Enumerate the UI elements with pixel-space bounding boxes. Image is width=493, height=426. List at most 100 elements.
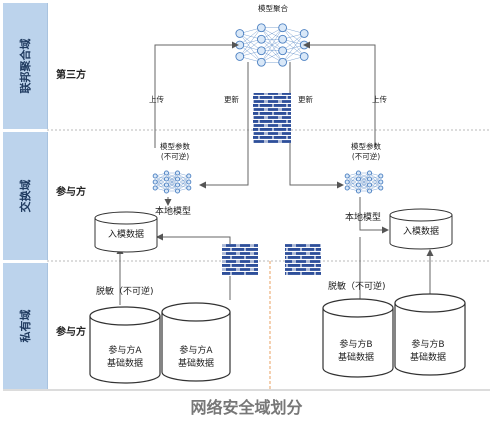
upload-arrow-left <box>154 41 239 148</box>
model-input-db-left <box>94 211 158 253</box>
federated-domain-label: 联邦聚合域 <box>19 38 32 94</box>
db-a1-line1: 参与方A <box>108 346 142 356</box>
network-node <box>378 173 384 179</box>
role-participant-private: 参与方 <box>56 327 86 338</box>
network-node <box>378 179 384 185</box>
model-params-label-left: 模型参数 <box>160 142 190 151</box>
network-edge <box>155 172 167 189</box>
db-b1-line2: 基础数据 <box>337 353 375 363</box>
model-input-label-left: 入模数据 <box>107 230 145 240</box>
db-a2-line1: 参与方A <box>179 346 213 356</box>
db2-to-input-line-left <box>155 236 231 300</box>
network-node <box>152 179 158 185</box>
network-node <box>367 170 373 176</box>
network-edge <box>239 27 262 57</box>
firewall-icon-top <box>253 93 291 143</box>
network-node <box>175 176 181 182</box>
network-edge <box>282 44 305 63</box>
desensitize-label-left: 脱敏（不可逆) <box>96 287 154 297</box>
local-model-network-icon-right <box>344 170 384 194</box>
network-node <box>257 23 266 33</box>
network-edge <box>282 33 305 63</box>
firewall-icon-left <box>222 244 258 276</box>
network-edge <box>282 33 305 51</box>
network-node <box>257 46 266 56</box>
network-edge <box>358 178 370 192</box>
update-arrow-left <box>199 62 249 189</box>
network-node <box>278 23 287 33</box>
network-edge <box>177 175 189 192</box>
desensitize-label-right: 脱敏（不可逆) <box>328 282 386 292</box>
upload-label-right: 上传 <box>372 95 387 104</box>
network-edge <box>261 39 283 63</box>
network-node <box>175 182 181 188</box>
base-data-db-a1 <box>89 306 161 384</box>
network-node <box>186 185 192 191</box>
network-edge <box>347 172 359 189</box>
network-node <box>152 185 158 191</box>
network-node <box>163 176 169 182</box>
model-input-label-right: 入模数据 <box>402 227 440 237</box>
network-node <box>367 188 373 194</box>
model-params-label-right: 模型参数 <box>351 142 381 151</box>
update-label-left: 更新 <box>224 95 239 104</box>
local-model-label-right: 本地模型 <box>344 213 382 223</box>
firewall-icon-right <box>285 244 321 276</box>
db-b2-line2: 基础数据 <box>409 353 447 363</box>
network-node <box>163 182 169 188</box>
irreversible-label-right: (不可逆) <box>351 152 381 161</box>
exchange-domain-band: 交换域 <box>3 132 48 260</box>
exchange-domain-label: 交换域 <box>19 179 32 213</box>
role-third-party: 第三方 <box>56 70 86 81</box>
network-node <box>186 173 192 179</box>
aggregation-network-icon <box>235 23 309 67</box>
network-node <box>367 182 373 188</box>
network-node <box>257 34 266 44</box>
network-node <box>344 179 350 185</box>
network-node <box>278 34 287 44</box>
local-model-label-left: 本地模型 <box>154 207 192 217</box>
network-node <box>299 29 309 38</box>
diagram-caption: 网络安全域划分 <box>190 398 303 417</box>
local-model-network-icon-left <box>152 170 192 194</box>
network-node <box>278 46 287 56</box>
network-edge <box>166 178 178 192</box>
update-label-right: 更新 <box>298 95 313 104</box>
db-a2-line2: 基础数据 <box>177 359 215 369</box>
network-node <box>235 29 245 38</box>
network-node <box>163 188 169 194</box>
network-node <box>367 176 373 182</box>
network-edge <box>166 172 178 186</box>
network-node <box>175 188 181 194</box>
base-data-db-a2 <box>161 302 231 382</box>
model-aggregation-label: 模型聚合 <box>258 4 288 13</box>
network-edge <box>358 172 370 192</box>
model-to-input-arrow-right <box>359 197 389 234</box>
network-edge <box>261 27 283 63</box>
network-edge <box>369 175 381 192</box>
network-edge <box>358 172 370 186</box>
network-edge <box>239 39 262 57</box>
irreversible-label-left: (不可逆) <box>160 152 190 161</box>
network-edge <box>261 27 283 51</box>
private-domain-band: 私有域 <box>3 263 48 389</box>
network-node <box>355 182 361 188</box>
upload-label-left: 上传 <box>149 95 164 104</box>
db-a1-line2: 基础数据 <box>106 359 144 369</box>
network-node <box>152 173 158 179</box>
network-node <box>355 176 361 182</box>
network-edge <box>166 172 178 192</box>
network-node <box>257 57 266 67</box>
upload-arrow-right <box>303 41 376 148</box>
network-node <box>355 188 361 194</box>
db-b1-line1: 参与方B <box>339 340 373 350</box>
network-node <box>186 179 192 185</box>
base-data-db-b1 <box>322 298 394 378</box>
role-participant-exchange: 参与方 <box>56 187 86 198</box>
network-node <box>163 170 169 176</box>
network-edge <box>239 27 262 46</box>
network-node <box>378 185 384 191</box>
network-node <box>175 170 181 176</box>
network-node <box>278 57 287 67</box>
